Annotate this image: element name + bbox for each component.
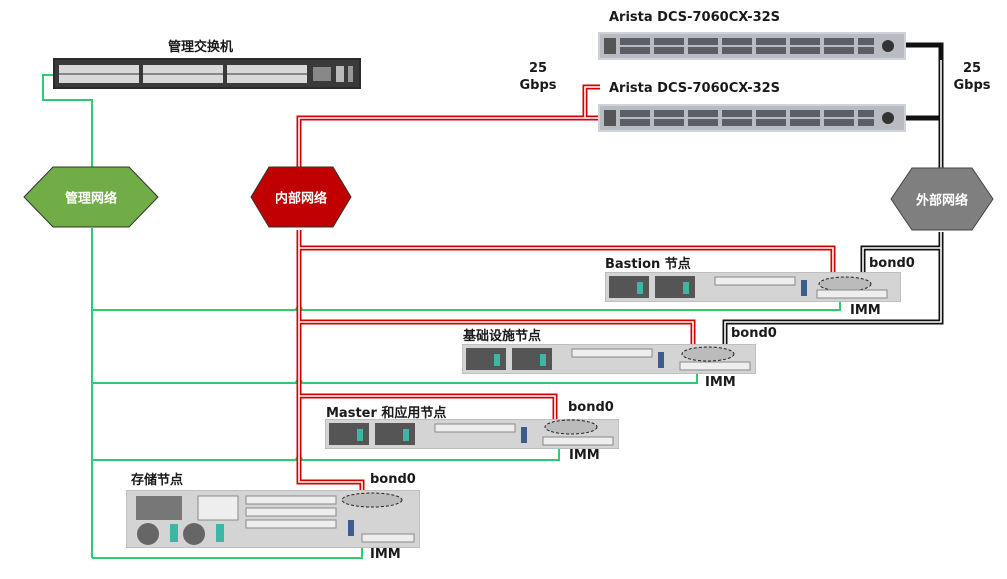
master-imm-label: IMM [569, 448, 600, 463]
hexagon-shape [250, 166, 352, 228]
bastion-imm-label: IMM [850, 303, 881, 318]
infra-node-label: 基础设施节点 [463, 329, 542, 344]
infra-bond0-label: bond0 [731, 326, 777, 341]
mgmt-network-hexagon: 管理网络 [23, 166, 159, 228]
external-wires [722, 42, 944, 348]
external-speed-value: 25 [962, 61, 982, 76]
external-network-hexagon: 外部网络 [890, 167, 994, 231]
mgmt-switch-label: 管理交换机 [168, 40, 234, 55]
bastion-bond0-label: bond0 [869, 256, 915, 271]
bastion-server [605, 272, 901, 302]
master-node-label: Master 和应用节点 [326, 406, 447, 421]
storage-node-label: 存储节点 [131, 473, 184, 488]
storage-server [126, 490, 420, 548]
storage-bond0-label: bond0 [370, 472, 416, 487]
master-bond0-label: bond0 [568, 400, 614, 415]
storage-imm-label: IMM [370, 547, 401, 562]
infra-server [462, 344, 756, 374]
hexagon-shape [890, 167, 994, 231]
infra-imm-label: IMM [705, 375, 736, 390]
hexagon-shape [23, 166, 159, 228]
arista-switch-2-device [598, 104, 906, 132]
bastion-node-label: Bastion 节点 [605, 257, 691, 272]
mgmt-network-label: 管理网络 [64, 191, 117, 207]
internal-link-speed: 25 Gbps [517, 60, 559, 94]
arista-switch-1-label: Arista DCS-7060CX-32S [609, 10, 781, 25]
external-link-speed: 25 Gbps [951, 60, 993, 94]
internal-network-label: 内部网络 [274, 191, 327, 207]
rj45-port-group [59, 65, 307, 83]
mgmt-switch-device [53, 58, 361, 89]
internal-network-hexagon: 内部网络 [250, 166, 352, 228]
external-speed-unit: Gbps [953, 78, 991, 93]
arista-switch-1-device [598, 32, 906, 60]
arista-switch-2-label: Arista DCS-7060CX-32S [609, 81, 781, 96]
internal-speed-unit: Gbps [519, 78, 557, 93]
external-network-label: 外部网络 [915, 193, 968, 209]
master-server [325, 419, 619, 449]
internal-speed-value: 25 [528, 61, 548, 76]
mgmt-uplink-wire [42, 74, 93, 168]
